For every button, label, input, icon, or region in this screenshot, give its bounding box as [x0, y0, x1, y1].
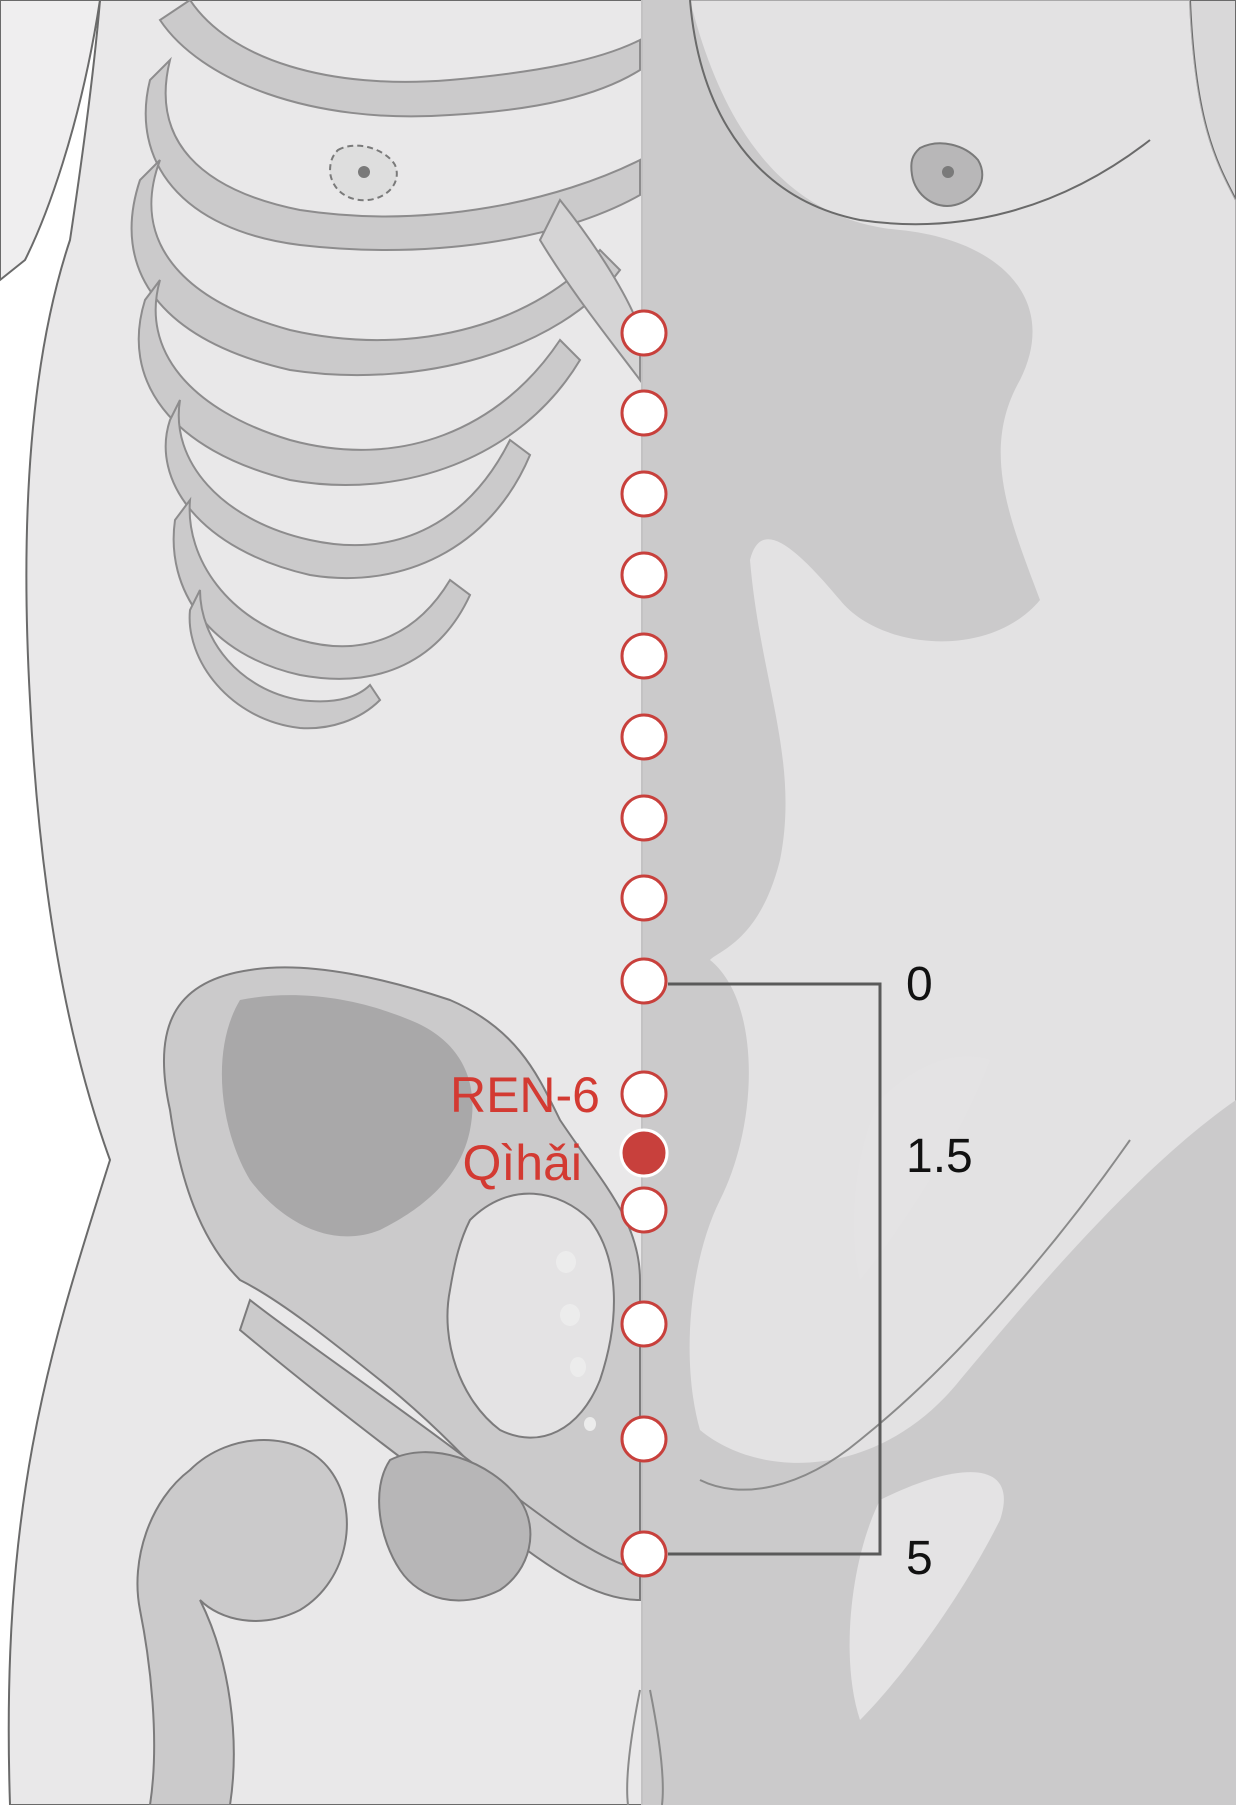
- left-nipple: [328, 144, 398, 202]
- acupoint-circle-8[interactable]: [620, 874, 668, 922]
- ribs: [130, 0, 641, 730]
- ren6-marker[interactable]: [619, 1128, 669, 1178]
- point-code: REN-6: [450, 1067, 600, 1123]
- point-name: Qìhǎi: [462, 1135, 582, 1191]
- acupoint-circle-13[interactable]: [620, 1415, 668, 1463]
- ren6-point[interactable]: [619, 1128, 669, 1178]
- leg-line-right: [649, 1689, 664, 1805]
- acupoint-circle-4[interactable]: [620, 551, 668, 599]
- acupoint-circle-10[interactable]: [620, 1070, 668, 1118]
- acupoint-circle-5[interactable]: [620, 632, 668, 680]
- measurement-bracket: [668, 982, 882, 1556]
- groin-shadow: [849, 1472, 1004, 1720]
- pelvis: [162, 966, 641, 1593]
- acupoint-circle-3[interactable]: [620, 470, 668, 518]
- costal-cartilage: [538, 198, 641, 383]
- right-arm: [1188, 0, 1236, 201]
- acupoint-circle-12[interactable]: [620, 1300, 668, 1348]
- pectoral-line: [689, 0, 1151, 226]
- acupoint-circle-14[interactable]: [620, 1530, 668, 1578]
- acupoint-circle-1[interactable]: [620, 309, 668, 357]
- scale-mid-label: 1.5: [906, 1130, 973, 1183]
- acupoint-circle-11[interactable]: [620, 1186, 668, 1234]
- acupoint-circle-7[interactable]: [620, 794, 668, 842]
- scale-bottom-label: 5: [906, 1532, 933, 1585]
- femur: [136, 1298, 641, 1805]
- scale-top-label: 0: [906, 958, 933, 1011]
- abdominal-shadow: [642, 0, 1236, 1805]
- ren-meridian-points: [620, 309, 668, 1578]
- leg-line-left: [626, 1689, 641, 1805]
- oblique-highlight: [854, 1056, 990, 1280]
- right-nipple: [910, 142, 984, 207]
- left-arm: [0, 0, 102, 282]
- acupoint-circle-6[interactable]: [620, 713, 668, 761]
- inguinal-line: [699, 1139, 1131, 1491]
- acupoint-circle-2[interactable]: [620, 389, 668, 437]
- skeleton: [130, 0, 641, 1805]
- acupoint-circle-9[interactable]: [620, 957, 668, 1005]
